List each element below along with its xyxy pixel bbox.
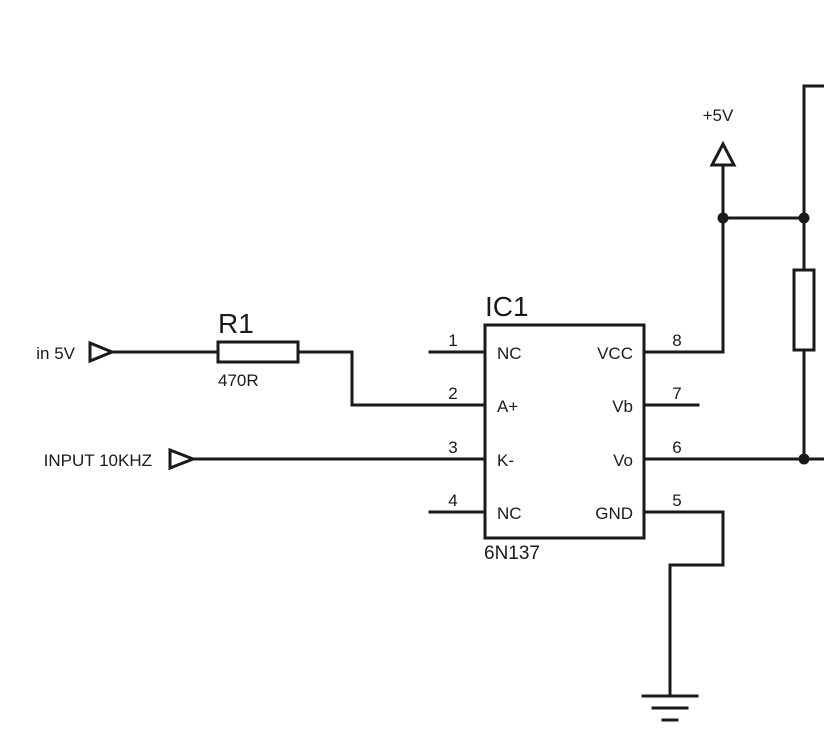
pin-name: VCC <box>597 344 633 363</box>
pullup-resistor-body <box>792 268 816 352</box>
junction-dot-output <box>798 453 810 465</box>
in-5v-port-label: in 5V <box>36 344 75 363</box>
junction-dot-rail <box>798 212 810 224</box>
pin-number: 5 <box>672 491 681 510</box>
pin-number: 2 <box>448 384 457 403</box>
wire-pin5-to-ground <box>642 510 725 698</box>
junction-dot-supply <box>717 212 729 224</box>
input-10khz-port-label: INPUT 10KHZ <box>44 451 152 470</box>
pin-number: 8 <box>672 331 681 350</box>
wire-pin8-to-supply <box>642 163 725 354</box>
pin-number: 3 <box>448 438 457 457</box>
r1-body <box>216 340 300 364</box>
pin-name: NC <box>497 344 522 363</box>
pin-name: NC <box>497 504 522 523</box>
pin-number: 4 <box>448 491 457 510</box>
pin-number: 6 <box>672 438 681 457</box>
ic-ref-label: IC1 <box>485 291 529 322</box>
supply-arrow-icon <box>709 140 737 167</box>
wire-right-rail-top <box>802 84 824 272</box>
pin-name: Vo <box>613 451 633 470</box>
ic-part-label: 6N137 <box>484 543 540 564</box>
resistor-ref-label: R1 <box>218 308 254 339</box>
pin-name: A+ <box>497 397 518 416</box>
input-10khz-port-icon <box>168 447 198 471</box>
pin-number: 7 <box>672 384 681 403</box>
supply-label: +5V <box>703 106 734 125</box>
pin-name: GND <box>595 504 633 523</box>
pin-name: K- <box>497 451 514 470</box>
in-5v-port-icon <box>88 340 116 364</box>
ground-icon <box>641 694 699 722</box>
wire-r1-to-pin2 <box>296 350 487 407</box>
ic1-body <box>483 323 646 540</box>
resistor-value-label: 470R <box>218 371 259 390</box>
pin-number: 1 <box>448 331 457 350</box>
pin-name: Vb <box>612 397 633 416</box>
